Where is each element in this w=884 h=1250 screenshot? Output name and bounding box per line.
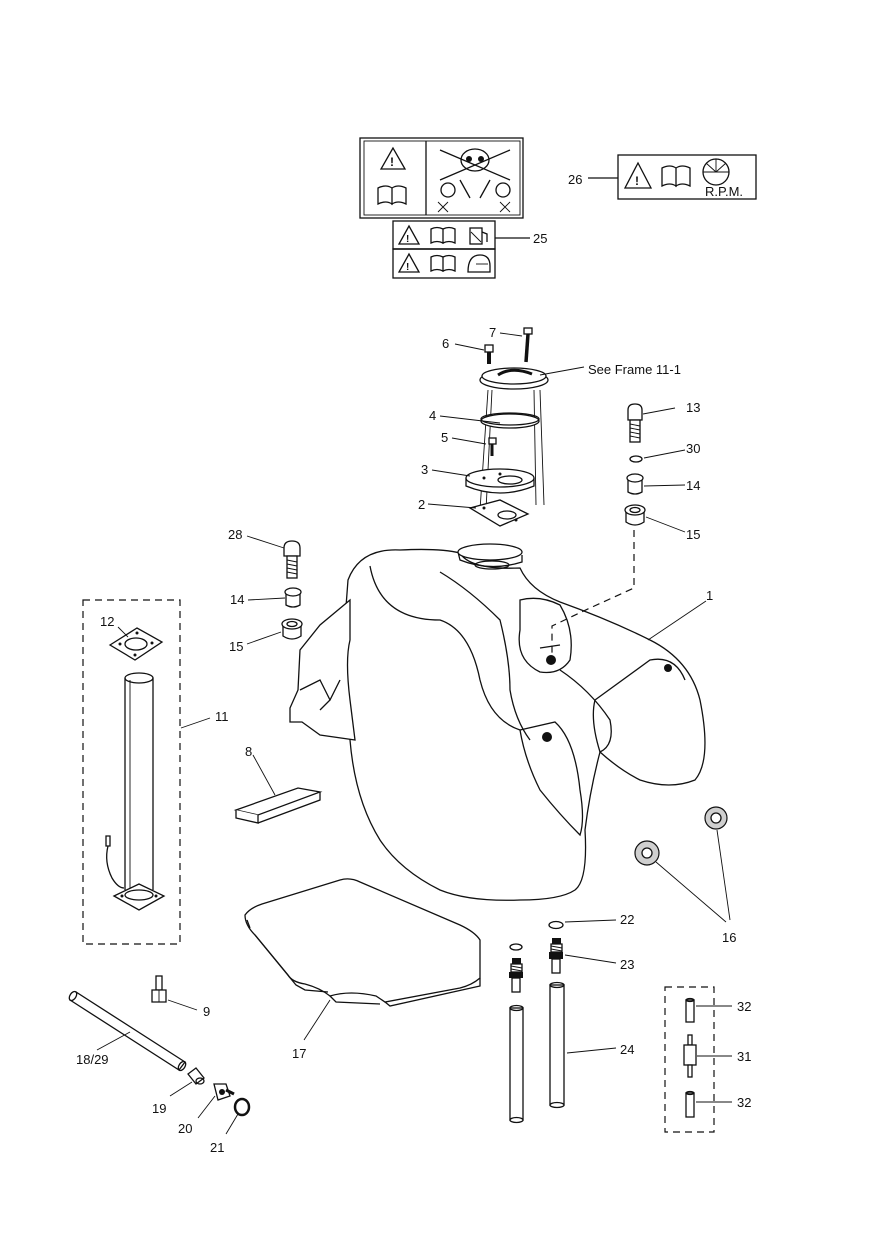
warning-decal-large: ! xyxy=(359,137,524,219)
svg-text:!: ! xyxy=(635,174,639,188)
callout-labels: 1 2 3 4 5 6 7 8 9 11 12 13 14 14 15 15 1… xyxy=(76,172,751,1155)
callout-3: 3 xyxy=(421,462,428,477)
leader-lines xyxy=(96,332,732,1135)
callout-31: 31 xyxy=(737,1049,751,1064)
grommet-15-right xyxy=(624,504,646,526)
bolt-7 xyxy=(523,327,533,363)
callout-5: 5 xyxy=(441,430,448,445)
warning-decal-row-2: ! xyxy=(392,248,496,279)
fuel-pump-icon xyxy=(469,227,488,245)
pin-32-bottom xyxy=(685,1090,695,1118)
trim-strip-8 xyxy=(233,787,323,824)
rpm-label: R.P.M. xyxy=(705,184,743,199)
see-frame-reference: See Frame 11-1 xyxy=(588,362,681,377)
manual-book-icon xyxy=(430,226,456,245)
callout-22: 22 xyxy=(620,912,634,927)
callout-8: 8 xyxy=(245,744,252,759)
callout-11: 11 xyxy=(215,709,229,724)
callout-23: 23 xyxy=(620,957,634,972)
callout-1: 1 xyxy=(706,588,713,603)
sender-group-box xyxy=(82,599,181,945)
callout-17: 17 xyxy=(292,1046,306,1061)
skull-crossbones-icon xyxy=(437,148,511,213)
callout-18-29: 18/29 xyxy=(76,1052,109,1067)
connector-31 xyxy=(683,1034,697,1078)
damper-16-a xyxy=(704,806,728,830)
fuel-tank-1 xyxy=(289,543,706,901)
warning-triangle-icon: ! xyxy=(379,146,407,170)
manual-book-icon xyxy=(430,254,456,273)
callout-14-right: 14 xyxy=(686,478,700,493)
fitting-19 xyxy=(187,1067,205,1085)
gasket-12 xyxy=(108,627,164,661)
bolt-13 xyxy=(627,403,643,443)
callout-30: 30 xyxy=(686,441,700,456)
callout-14-left: 14 xyxy=(230,592,244,607)
manual-book-icon xyxy=(377,185,407,206)
callout-15-left: 15 xyxy=(229,639,243,654)
tank-pad-17 xyxy=(244,878,481,1007)
tap-20 xyxy=(213,1083,235,1101)
callout-24: 24 xyxy=(620,1042,634,1057)
manual-book-icon xyxy=(661,165,691,188)
mounting-guide-line xyxy=(551,530,635,655)
callout-21: 21 xyxy=(210,1140,224,1155)
callout-25: 25 xyxy=(533,231,547,246)
washer-22 xyxy=(548,920,564,930)
seal-ring-4 xyxy=(480,413,540,429)
svg-text:!: ! xyxy=(390,155,394,169)
callout-7: 7 xyxy=(489,325,496,340)
callout-32-top: 32 xyxy=(737,999,751,1014)
mounting-ring-3 xyxy=(465,468,535,494)
callout-13: 13 xyxy=(686,400,700,415)
callout-6: 6 xyxy=(442,336,449,351)
bush-14-right xyxy=(626,473,644,495)
svg-text:!: ! xyxy=(406,234,409,245)
callout-4: 4 xyxy=(429,408,436,423)
washer-30 xyxy=(629,455,643,463)
tachometer-icon xyxy=(702,158,730,186)
screw-5 xyxy=(488,437,497,456)
callout-12: 12 xyxy=(100,614,114,629)
warning-triangle-icon: ! xyxy=(397,224,421,245)
svg-text:!: ! xyxy=(406,262,409,273)
bolt-28 xyxy=(283,540,301,579)
o-ring-21 xyxy=(233,1097,251,1117)
callout-20: 20 xyxy=(178,1121,192,1136)
filler-assembly xyxy=(465,327,549,527)
warning-triangle-icon: ! xyxy=(397,252,421,273)
tube-assembly-right xyxy=(548,920,565,1109)
callout-9: 9 xyxy=(203,1004,210,1019)
warning-decal-row-1: ! xyxy=(392,220,496,250)
callout-28: 28 xyxy=(228,527,242,542)
sender-unit-11 xyxy=(105,672,166,911)
bush-14-left xyxy=(284,587,302,608)
bolt-6 xyxy=(484,344,494,364)
callout-16: 16 xyxy=(722,930,736,945)
callout-26: 26 xyxy=(568,172,582,187)
callout-15-right: 15 xyxy=(686,527,700,542)
callout-19: 19 xyxy=(152,1101,166,1116)
tube-assembly-left xyxy=(509,943,524,1124)
connector-group-box xyxy=(664,986,715,1133)
callout-32-bottom: 32 xyxy=(737,1095,751,1110)
rpm-decal: ! R.P.M. xyxy=(617,154,757,200)
bolt-9 xyxy=(151,975,167,1003)
warning-triangle-icon: ! xyxy=(623,161,653,189)
grommet-15-left xyxy=(281,618,303,640)
hose-18-29 xyxy=(68,990,187,1072)
pin-32-top xyxy=(685,997,695,1023)
callout-2: 2 xyxy=(418,497,425,512)
gasket-2 xyxy=(468,499,530,527)
helmet-icon xyxy=(467,254,491,273)
damper-16-b xyxy=(634,840,660,866)
